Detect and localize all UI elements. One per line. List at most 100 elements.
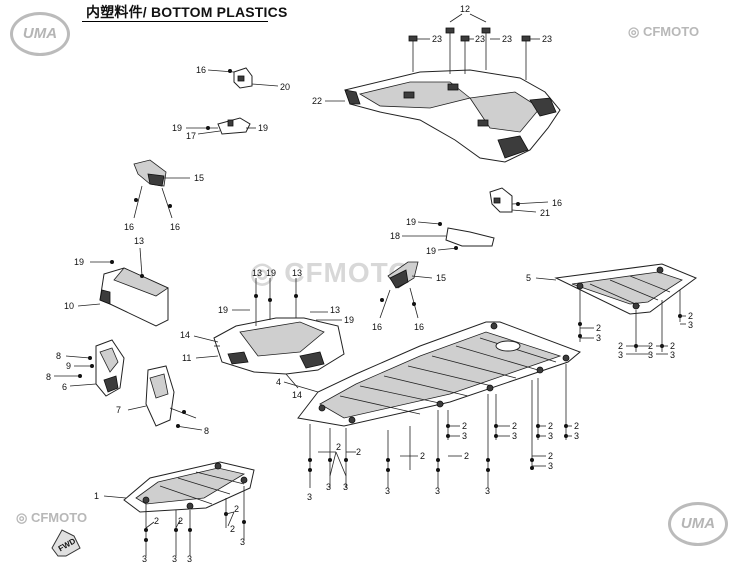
uma-logo-top-left: UMA: [10, 12, 70, 56]
uma-oval-icon: [10, 12, 70, 56]
callout-13: 13: [252, 268, 262, 278]
callout-2: 2: [336, 442, 341, 452]
part-11-tray: [193, 278, 345, 389]
callout-3: 3: [485, 486, 490, 496]
callout-2: 2: [178, 516, 183, 526]
callout-3: 3: [142, 554, 147, 564]
callout-3: 3: [435, 486, 440, 496]
uma-logo-text: UMA: [680, 515, 716, 532]
callout-17: 17: [186, 131, 196, 141]
callout-2: 2: [670, 341, 675, 351]
callout-16: 16: [124, 222, 134, 232]
callout-3: 3: [187, 554, 192, 564]
part-15-cover-center: [379, 261, 433, 319]
callout-3: 3: [172, 554, 177, 564]
part-20-bracket: [207, 67, 279, 89]
callout-13: 13: [134, 236, 144, 246]
callout-3: 3: [385, 486, 390, 496]
callout-14: 14: [292, 390, 302, 400]
callout-19: 19: [344, 315, 354, 325]
callout-6: 6: [62, 382, 67, 392]
bolts-23: [325, 13, 540, 102]
callout-1: 1: [94, 491, 99, 501]
part-4-main-skid-plate: [283, 321, 581, 488]
callout-3: 3: [343, 482, 348, 492]
cfmoto-logo-text: CFMOTO: [30, 510, 88, 525]
part-6-guard: [54, 339, 125, 397]
callout-8: 8: [46, 372, 51, 382]
callout-3: 3: [512, 431, 517, 441]
callout-19: 19: [258, 123, 268, 133]
callout-22: 22: [312, 96, 322, 106]
callout-4: 4: [276, 377, 281, 387]
callout-20: 20: [280, 82, 290, 92]
callout-9: 9: [66, 361, 71, 371]
callout-19: 19: [266, 268, 276, 278]
callout-2: 2: [512, 421, 517, 431]
uma-logo-bottom-right: UMA: [668, 502, 728, 546]
callout-3: 3: [618, 350, 623, 360]
callout-16: 16: [372, 322, 382, 332]
cfmoto-watermark-text: CFMOTO: [284, 257, 412, 288]
callout-21: 21: [540, 208, 550, 218]
callout-2: 2: [548, 421, 553, 431]
callout-2: 2: [574, 421, 579, 431]
cfmoto-logo-top-right: ◎ CFMOTO: [628, 24, 700, 39]
callout-12: 12: [460, 4, 470, 14]
part-18-bracket: [402, 221, 495, 251]
callout-7: 7: [116, 405, 121, 415]
callout-2: 2: [648, 341, 653, 351]
callout-3: 3: [240, 537, 245, 547]
callout-15: 15: [436, 273, 446, 283]
callout-2: 2: [596, 323, 601, 333]
callout-23: 23: [432, 34, 442, 44]
callout-3: 3: [548, 461, 553, 471]
callout-2: 2: [230, 524, 235, 534]
uma-logo-text: UMA: [22, 25, 58, 42]
cfmoto-logo-bottom-left: ◎ CFMOTO: [16, 510, 88, 525]
callout-2: 2: [154, 516, 159, 526]
callout-13: 13: [330, 305, 340, 315]
callout-2: 2: [548, 451, 553, 461]
fwd-arrow-icon: FWD: [51, 529, 81, 557]
part-15-cover-left: [133, 159, 190, 219]
callout-3: 3: [574, 431, 579, 441]
callout-2: 2: [356, 447, 361, 457]
callout-16: 16: [552, 198, 562, 208]
callout-23: 23: [502, 34, 512, 44]
callout-3: 3: [670, 350, 675, 360]
callout-16: 16: [414, 322, 424, 332]
callout-5: 5: [526, 273, 531, 283]
callout-19: 19: [218, 305, 228, 315]
callout-2: 2: [688, 311, 693, 321]
uma-oval-icon: [668, 502, 728, 546]
callout-19: 19: [172, 123, 182, 133]
callout-3: 3: [307, 492, 312, 502]
callout-16: 16: [196, 65, 206, 75]
callout-3: 3: [548, 431, 553, 441]
part-7-guard: [127, 365, 203, 431]
callout-19: 19: [74, 257, 84, 267]
callout-19: 19: [426, 246, 436, 256]
callout-3: 3: [596, 333, 601, 343]
callout-15: 15: [194, 173, 204, 183]
callout-8: 8: [56, 351, 61, 361]
callout-2: 2: [618, 341, 623, 351]
callout-11: 11: [182, 353, 191, 363]
callout-2: 2: [464, 451, 469, 461]
callout-2: 2: [462, 421, 467, 431]
part-22-frame: [344, 69, 561, 163]
callout-3: 3: [326, 482, 331, 492]
callout-23: 23: [542, 34, 552, 44]
title-underline: [82, 21, 268, 22]
callout-3: 3: [648, 350, 653, 360]
callout-2: 2: [420, 451, 425, 461]
callout-14: 14: [180, 330, 190, 340]
callout-18: 18: [390, 231, 400, 241]
cfmoto-logo-text: CFMOTO: [642, 24, 700, 39]
page-title: 内塑料件/ BOTTOM PLASTICS: [86, 4, 288, 20]
callout-16: 16: [170, 222, 180, 232]
part-21-bracket: [489, 187, 549, 213]
